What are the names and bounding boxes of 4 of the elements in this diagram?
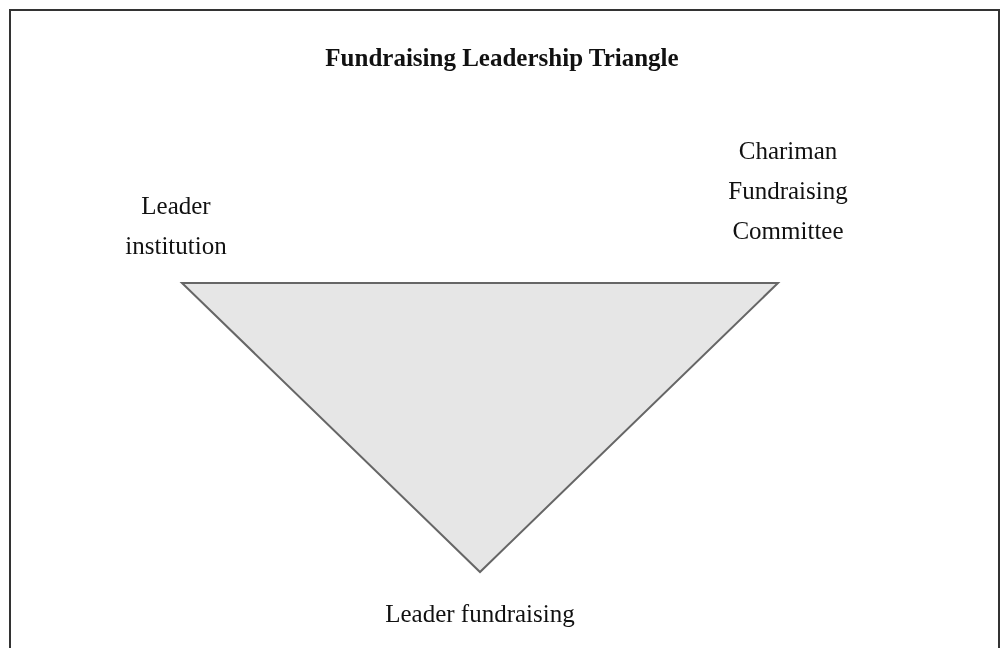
corner-label: Leader institution	[124, 191, 228, 261]
corner-label: Leader fundraising	[384, 599, 576, 629]
title: Fundraising Leadership Triangle	[324, 44, 680, 72]
corner-label: Chariman Fundraising Committee	[727, 136, 849, 246]
